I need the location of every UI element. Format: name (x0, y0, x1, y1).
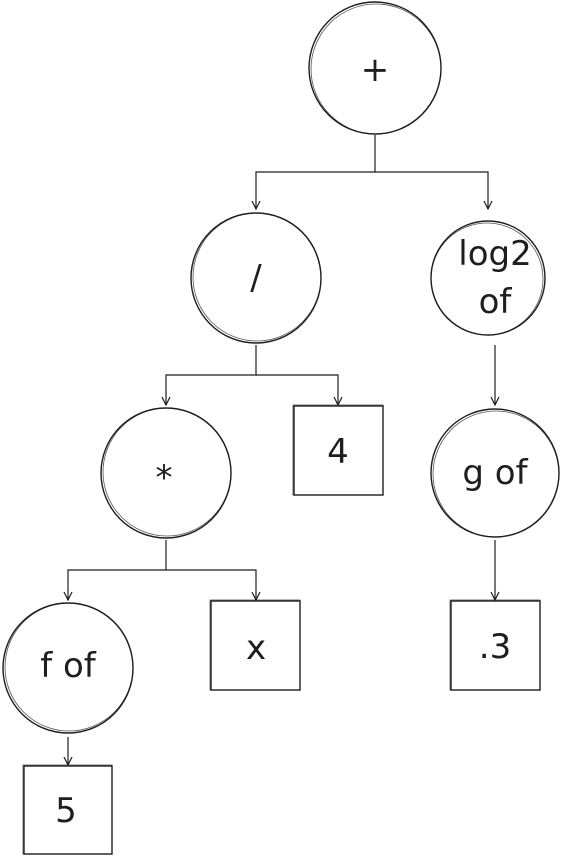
node-plus: + (308, 1, 442, 135)
node-multiply-label: * (156, 458, 173, 498)
node-g-of-label: g of (462, 453, 528, 493)
node-four: 4 (292, 404, 384, 496)
node-divide-label: / (250, 258, 262, 298)
node-log2-label-line1: log2 (458, 234, 531, 274)
node-plus-label: + (361, 50, 390, 90)
node-f-of: f of (2, 602, 134, 734)
node-divide: / (190, 212, 322, 344)
edge-divide-to-four (256, 374, 338, 405)
node-point-three-label: .3 (479, 627, 511, 667)
edge-plus-to-divide (256, 135, 376, 209)
node-four-label: 4 (327, 432, 349, 472)
node-multiply: * (100, 407, 232, 539)
edge-multiply-to-x (166, 569, 256, 600)
edges (68, 135, 495, 765)
edge-plus-to-log2 (375, 171, 488, 209)
node-log2-of: log2 of (430, 220, 546, 336)
node-x: x (209, 599, 301, 691)
edge-divide-to-multiply (166, 345, 257, 405)
node-f-of-label: f of (40, 646, 97, 686)
node-five: 5 (22, 764, 113, 855)
node-point-three: .3 (449, 599, 541, 691)
edge-multiply-to-f-of (68, 540, 167, 600)
node-g-of: g of (430, 408, 560, 538)
node-x-label: x (246, 628, 266, 668)
node-five-label: 5 (55, 791, 77, 831)
node-log2-label-line2: of (479, 282, 513, 322)
